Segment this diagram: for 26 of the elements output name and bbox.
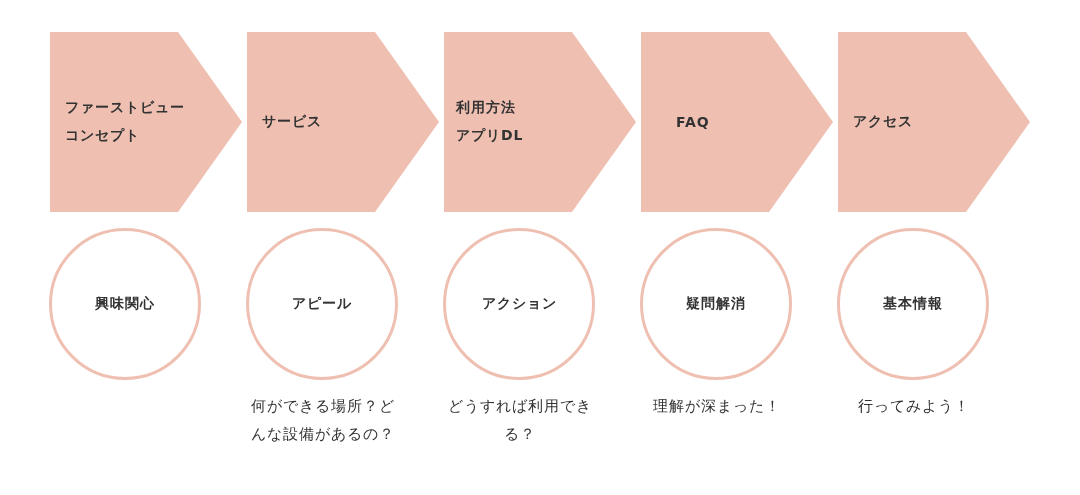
step-title: 利用方法 (456, 99, 517, 117)
stage-label: アクション (481, 295, 557, 313)
stage-question: 何ができる場所？どんな設備があるの？ (250, 396, 396, 445)
step-title: コンセプト (65, 127, 141, 145)
stage-label: 基本情報 (883, 295, 943, 313)
stage-label: アピール (292, 295, 352, 313)
section-banner (838, 32, 1030, 212)
stage-circle (246, 228, 398, 380)
stage-question: 理解が深まった！ (652, 396, 782, 417)
stage-question: 行ってみよう！ (857, 396, 971, 417)
stage-question: どうすれば利用できる？ (447, 396, 593, 445)
step-title: アクセス (853, 113, 913, 131)
section-banner (50, 32, 242, 212)
stage-circle (837, 228, 989, 380)
stage-circle (49, 228, 201, 380)
stage-circle (640, 228, 792, 380)
stage-label: 疑問解消 (686, 295, 746, 313)
section-banner (444, 32, 636, 212)
section-banner (247, 32, 439, 212)
section-banner (641, 32, 833, 212)
step-title: FAQ (676, 114, 710, 130)
step-title: サービス (262, 113, 322, 131)
step-title: ファーストビュー (65, 99, 185, 117)
stage-circle (443, 228, 595, 380)
stage-label: 興味関心 (95, 295, 155, 313)
step-title: アプリDL (456, 127, 524, 145)
